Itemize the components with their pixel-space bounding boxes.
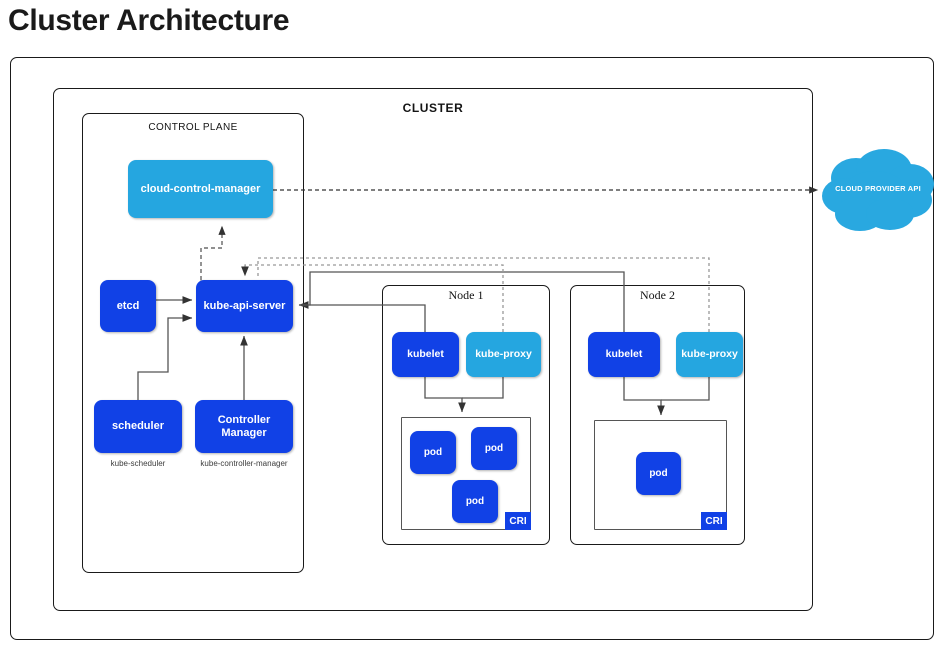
node-2-kubelet[interactable]: kubelet — [588, 332, 660, 377]
node-2-kube-proxy[interactable]: kube-proxy — [676, 332, 743, 377]
node-1-container-runtime-area — [401, 417, 531, 530]
node-2-label: Node 2 — [640, 288, 675, 302]
controller-manager-node[interactable]: Controller Manager — [195, 400, 293, 453]
control-plane-label: CONTROL PLANE — [148, 122, 238, 133]
node-1-kubelet[interactable]: kubelet — [392, 332, 459, 377]
etcd-node[interactable]: etcd — [100, 280, 156, 332]
node-1-pod-3[interactable]: pod — [452, 480, 498, 523]
node-2-pod-1[interactable]: pod — [636, 452, 681, 495]
node-1-pod-2[interactable]: pod — [471, 427, 517, 470]
cloud-shape-icon — [822, 149, 934, 231]
cluster-boundary — [53, 88, 813, 611]
control-plane-boundary — [82, 113, 304, 573]
cloud-provider-api-node[interactable]: CLOUD PROVIDER API — [820, 148, 936, 238]
cloud-control-manager-node[interactable]: cloud-control-manager — [128, 160, 273, 218]
node-1-label: Node 1 — [448, 288, 484, 302]
scheduler-caption: kube-scheduler — [110, 459, 166, 468]
cluster-label: CLUSTER — [402, 101, 464, 115]
controller-manager-caption: kube-controller-manager — [200, 459, 288, 468]
node-1-kube-proxy[interactable]: kube-proxy — [466, 332, 541, 377]
node-2-cri-badge: CRI — [701, 512, 727, 530]
cloud-provider-api-label: CLOUD PROVIDER API — [835, 184, 921, 193]
scheduler-node[interactable]: scheduler — [94, 400, 182, 453]
node-2-container-runtime-area — [594, 420, 727, 530]
node-1-pod-1[interactable]: pod — [410, 431, 456, 474]
page-title: Cluster Architecture — [8, 4, 290, 37]
node-1-cri-badge: CRI — [505, 512, 531, 530]
diagram-outer-frame — [10, 57, 934, 640]
kube-api-server-node[interactable]: kube-api-server — [196, 280, 293, 332]
